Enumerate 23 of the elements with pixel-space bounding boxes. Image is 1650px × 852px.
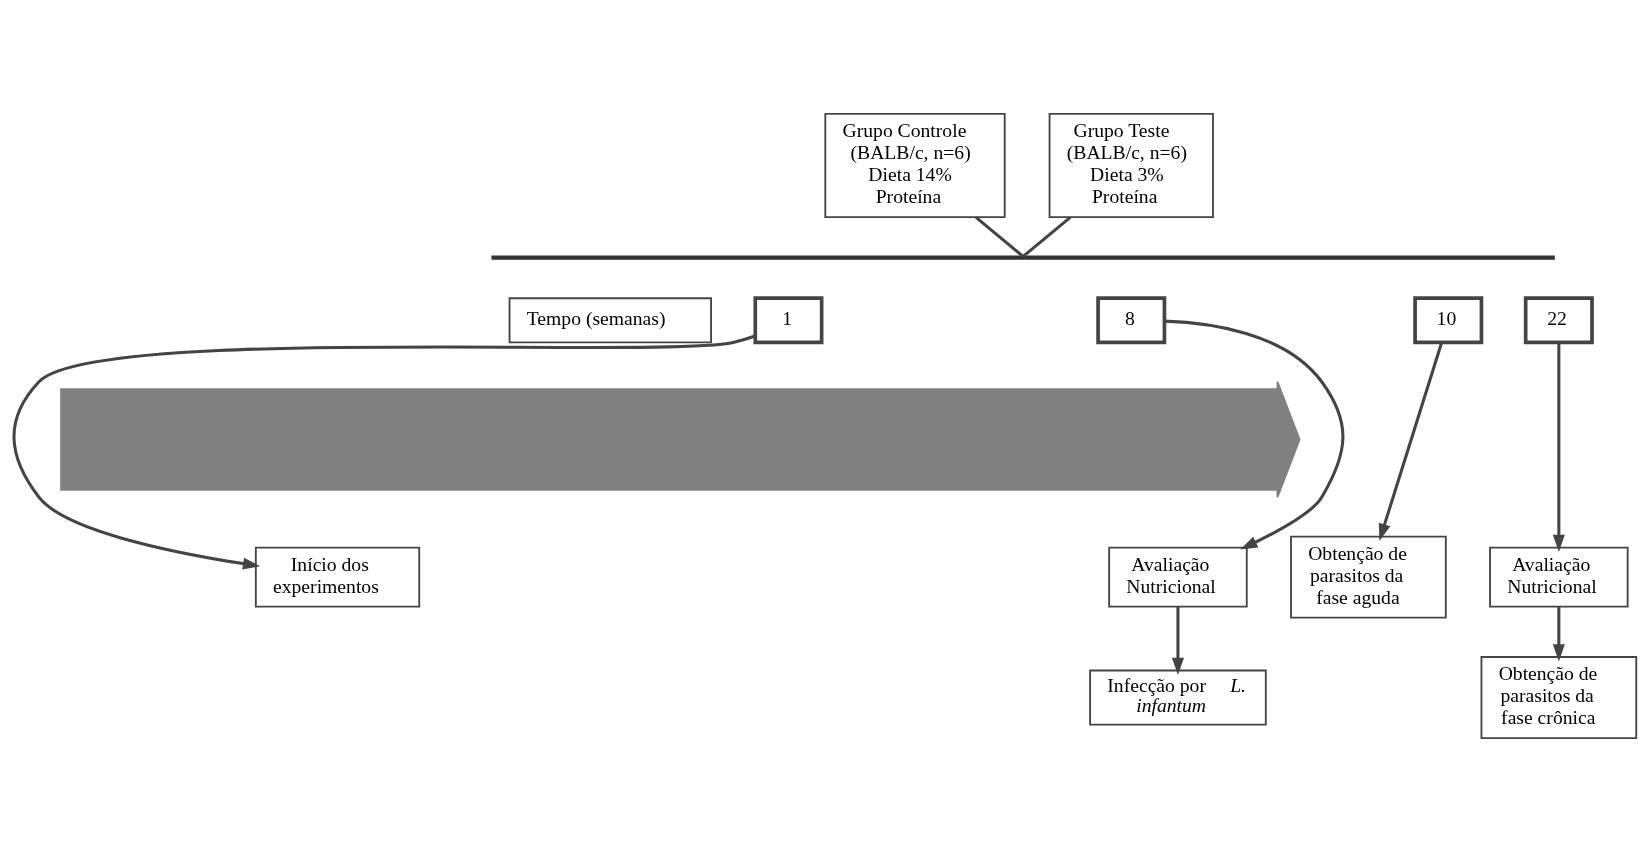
connector bbox=[1022, 216, 1072, 258]
node-box: Grupo Teste (BALB/c, n=6) Dieta 3% Proteína bbox=[1048, 113, 1214, 219]
node-box: Avaliação Nutricional bbox=[1108, 546, 1248, 608]
node-box: Tempo (semanas) bbox=[508, 297, 712, 344]
arrow bbox=[1378, 342, 1444, 541]
node-box: 8 bbox=[1096, 296, 1167, 345]
node-box: 1 bbox=[753, 296, 824, 345]
arrow bbox=[1552, 606, 1565, 662]
arrow bbox=[12, 334, 756, 570]
node-box: Início dos experimentos bbox=[254, 546, 421, 608]
node-box: Obtenção de parasitos da fase crônica bbox=[1480, 656, 1638, 739]
node-box: Grupo Controle (BALB/c, n=6) Dieta 14% Proteína bbox=[824, 113, 1006, 219]
arrow bbox=[1552, 342, 1565, 552]
node-box: 10 bbox=[1413, 296, 1484, 345]
arrow bbox=[1171, 606, 1184, 676]
node-bar bbox=[491, 255, 1555, 260]
node-box: Infecção por L. infantum bbox=[1089, 669, 1267, 726]
node-box: Obtenção de parasitos da fase aguda bbox=[1290, 535, 1447, 619]
arrow bbox=[1164, 319, 1345, 550]
node-box: 22 bbox=[1523, 296, 1594, 345]
node-arrow bbox=[60, 380, 1301, 499]
node-box: Avaliação Nutricional bbox=[1489, 546, 1629, 608]
connector bbox=[975, 216, 1025, 258]
